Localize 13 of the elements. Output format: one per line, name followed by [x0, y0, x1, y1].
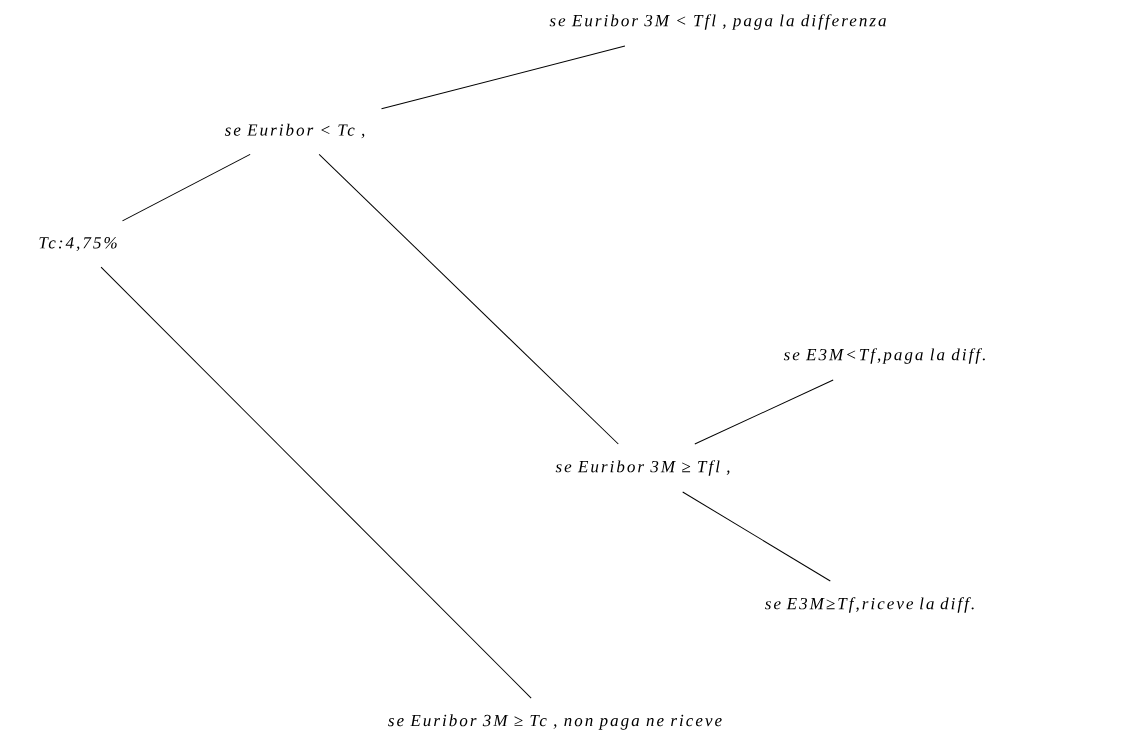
condition-text: se Euribor 3M ≥ Tfl ,: [555, 460, 730, 476]
condition-text: se Euribor 3M < Tfl , paga la differenza: [549, 14, 886, 30]
branch-line: [318, 153, 619, 445]
branch-line: [121, 153, 251, 222]
condition-text: se E3M<Tf,paga la diff.: [783, 348, 985, 364]
condition-text: se E3M≥Tf,riceve la diff.: [765, 597, 974, 613]
condition-text: se Euribor 3M ≥ Tc , non paga ne riceve: [388, 714, 722, 730]
condition-text: Tc:4,75%: [39, 237, 117, 251]
branch-line: [694, 379, 834, 445]
branch-line: [381, 45, 626, 110]
branch-line: [100, 266, 532, 699]
branch-line: [682, 491, 831, 582]
condition-text: se Euribor < Tc ,: [224, 123, 365, 139]
